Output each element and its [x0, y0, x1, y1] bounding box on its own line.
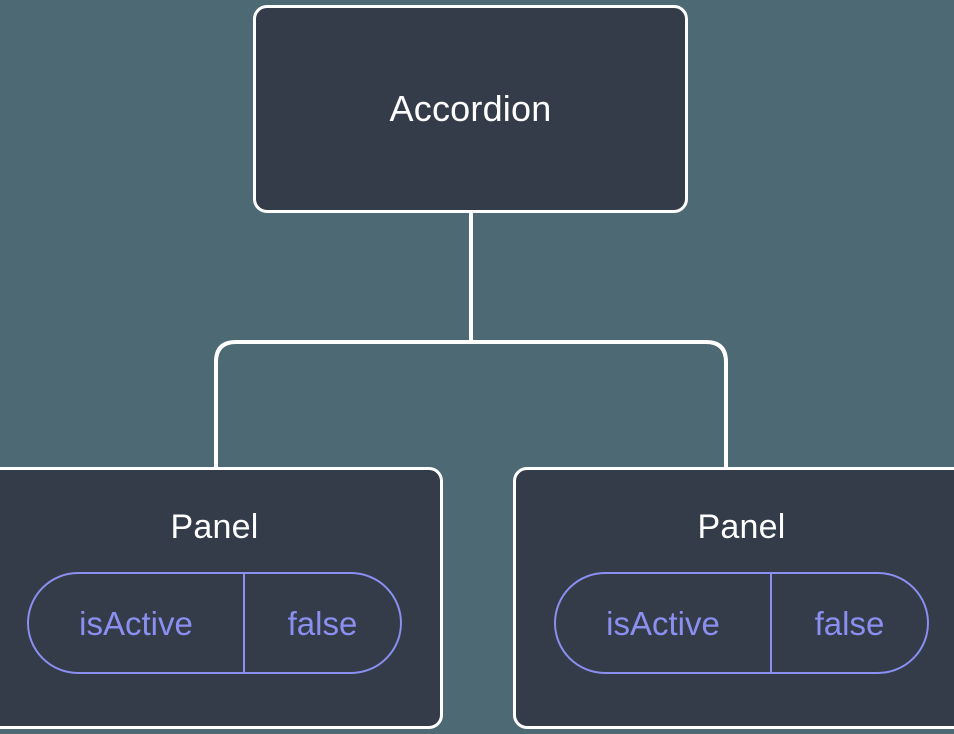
edge-root-to-panels: [214, 340, 728, 467]
state-key-panel-1: isActive: [29, 574, 245, 672]
node-panel-2-title: Panel: [697, 508, 786, 546]
state-key-panel-2: isActive: [556, 574, 772, 672]
node-accordion-title: Accordion: [389, 88, 552, 129]
node-panel-2[interactable]: Panel isActive false: [513, 467, 954, 729]
node-panel-1[interactable]: Panel isActive false: [0, 467, 443, 729]
state-value-panel-1: false: [287, 604, 358, 642]
node-accordion[interactable]: Accordion: [253, 5, 688, 213]
state-badge-panel-2[interactable]: isActive false: [554, 572, 929, 674]
state-value-panel-2: false: [814, 604, 885, 642]
state-badge-panel-1[interactable]: isActive false: [27, 572, 402, 674]
node-panel-1-title: Panel: [170, 508, 259, 546]
